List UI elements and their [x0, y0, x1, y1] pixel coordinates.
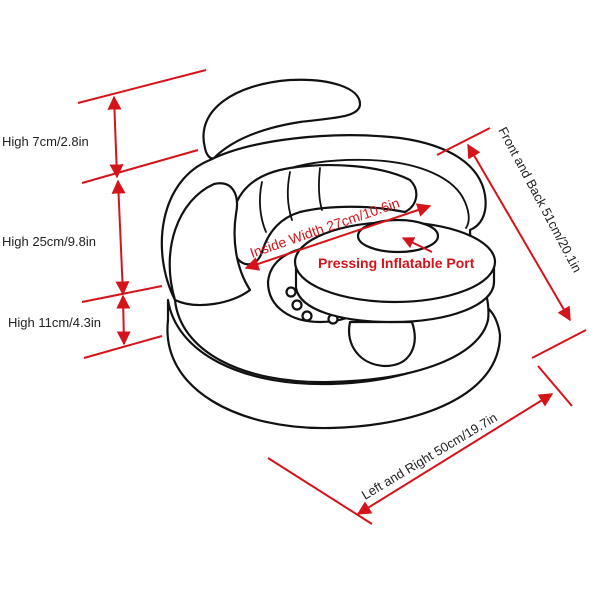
- dimension-lines: [77, 69, 587, 525]
- label-front-back: Front and Back 51cm/20.1in: [495, 124, 585, 275]
- extension-line: [83, 335, 163, 359]
- extension-line: [436, 127, 491, 156]
- valve-hole: [285, 286, 297, 298]
- height-arrow-middle: [111, 179, 130, 296]
- front-pommel: [347, 320, 416, 368]
- label-high-middle: High 25cm/9.8in: [2, 234, 96, 249]
- front-back-arrow: [467, 143, 571, 322]
- extension-line: [81, 149, 199, 184]
- inflatable-port-icon: [356, 218, 440, 254]
- inside-width-arrow: [244, 203, 432, 271]
- label-inflatable-port: Pressing Inflatable Port: [318, 255, 475, 271]
- valve-hole: [301, 310, 313, 322]
- label-high-bottom: High 11cm/4.3in: [8, 315, 101, 330]
- port-pointer-arrow: [401, 237, 433, 253]
- height-arrow-top: [107, 95, 124, 179]
- extension-line: [537, 365, 573, 407]
- valve-hole: [291, 299, 303, 311]
- extension-line: [77, 69, 207, 104]
- seat-illustration: [160, 78, 502, 430]
- label-high-top: High 7cm/2.8in: [2, 134, 89, 149]
- left-armrest: [168, 182, 252, 306]
- extension-line: [531, 329, 587, 359]
- left-right-arrow: [356, 393, 554, 515]
- headrest-pillow: [202, 78, 362, 160]
- height-arrow-bottom: [116, 294, 131, 346]
- extension-line: [267, 457, 373, 525]
